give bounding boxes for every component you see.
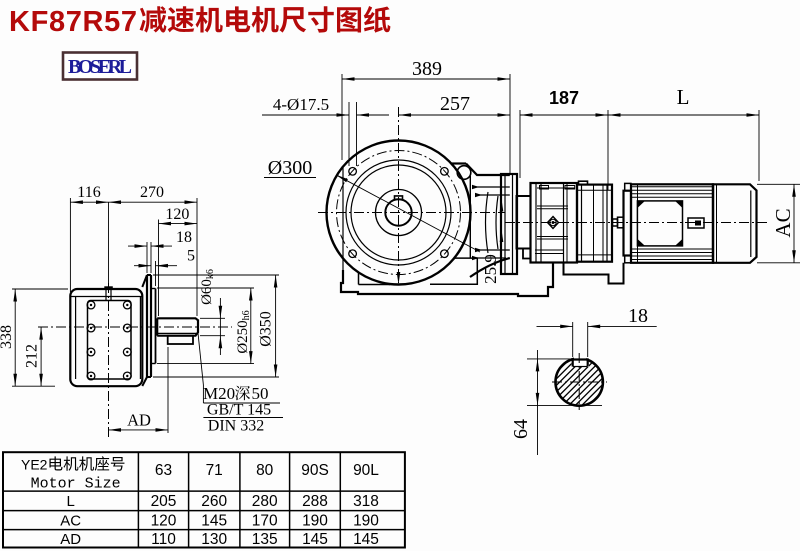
svg-text:260: 260 [201, 493, 227, 510]
svg-text:257: 257 [440, 93, 470, 115]
svg-text:187: 187 [549, 88, 579, 108]
svg-text:120: 120 [151, 512, 177, 529]
svg-text:50: 50 [252, 384, 269, 403]
svg-text:190: 190 [302, 512, 328, 529]
svg-text:212: 212 [24, 344, 41, 368]
svg-text:AD: AD [60, 531, 81, 548]
svg-text:116: 116 [77, 184, 100, 201]
svg-text:KF87R57: KF87R57 [9, 6, 137, 38]
svg-text:BOSERL: BOSERL [68, 56, 132, 78]
svg-text:145: 145 [302, 531, 328, 548]
svg-text:90L: 90L [353, 462, 379, 479]
svg-text:120: 120 [165, 206, 189, 223]
svg-text:318: 318 [353, 493, 379, 510]
svg-text:Motor Size: Motor Size [31, 476, 121, 493]
svg-text:280: 280 [252, 493, 278, 510]
svg-text:AC: AC [60, 512, 81, 529]
svg-text:389: 389 [412, 58, 442, 80]
svg-text:63: 63 [155, 462, 172, 479]
svg-text:M20: M20 [203, 384, 235, 403]
svg-text:Ø350: Ø350 [257, 311, 274, 347]
svg-text:4-Ø17.5: 4-Ø17.5 [273, 95, 329, 114]
svg-text:130: 130 [201, 531, 227, 548]
svg-text:GB/T 145: GB/T 145 [207, 402, 271, 419]
svg-text:270: 270 [140, 184, 164, 201]
svg-text:135: 135 [252, 531, 278, 548]
svg-text:80: 80 [256, 462, 274, 479]
svg-text:145: 145 [353, 531, 379, 548]
svg-text:110: 110 [151, 531, 176, 548]
svg-text:Ø60k6: Ø60k6 [199, 269, 216, 305]
svg-text:DIN 332: DIN 332 [208, 418, 264, 435]
svg-text:AC: AC [771, 208, 795, 237]
svg-text:L: L [677, 85, 690, 109]
svg-text:YE2: YE2 [21, 457, 48, 473]
svg-text:170: 170 [252, 512, 278, 529]
svg-text:205: 205 [151, 493, 177, 510]
svg-text:71: 71 [206, 462, 223, 479]
svg-text:AD: AD [127, 411, 151, 430]
svg-text:90S: 90S [301, 462, 329, 479]
svg-text:338: 338 [0, 325, 15, 349]
svg-text:145: 145 [201, 512, 227, 529]
svg-text:L: L [67, 493, 75, 510]
svg-text:25.9: 25.9 [481, 254, 500, 284]
svg-text:18: 18 [176, 229, 192, 246]
svg-text:Ø300: Ø300 [268, 157, 312, 179]
svg-text:5: 5 [187, 248, 195, 265]
svg-text:18: 18 [628, 305, 648, 327]
svg-text:288: 288 [302, 493, 328, 510]
svg-text:Ø250h6: Ø250h6 [235, 310, 252, 353]
svg-text:64: 64 [510, 419, 532, 439]
svg-text:190: 190 [353, 512, 379, 529]
